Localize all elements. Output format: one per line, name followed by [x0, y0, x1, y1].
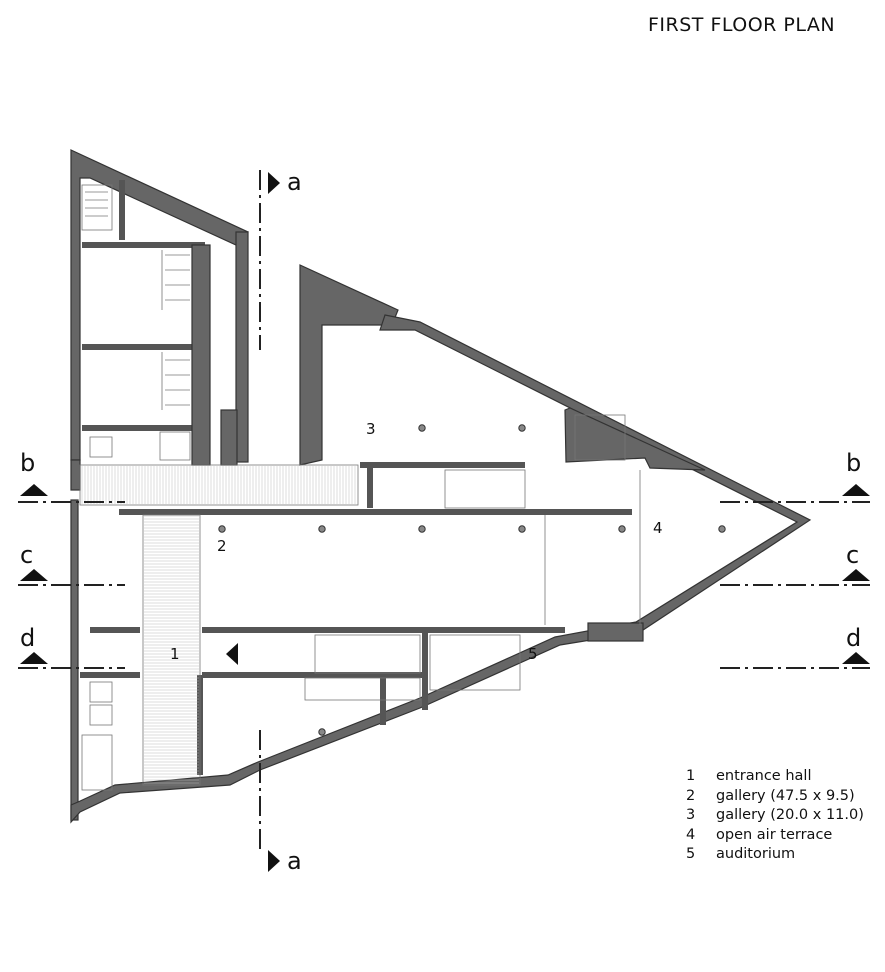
legend-label: auditorium — [716, 846, 796, 862]
legend-label: gallery (20.0 x 11.0) — [716, 807, 864, 823]
column — [418, 424, 426, 432]
legend-item: 3 gallery (20.0 x 11.0) — [686, 806, 864, 826]
legend-number: 2 — [686, 787, 696, 804]
section-c-left-arrow — [20, 569, 48, 581]
section-label-b-left: b — [20, 449, 35, 477]
section-a-bottom-arrow — [268, 850, 280, 872]
room-number-3: 3 — [366, 420, 376, 438]
room-number-5: 5 — [528, 645, 538, 663]
column — [418, 525, 426, 533]
legend-label: entrance hall — [716, 768, 812, 784]
column — [518, 525, 526, 533]
legend-item: 5 auditorium — [686, 845, 864, 865]
main-body — [70, 264, 812, 824]
columns — [218, 424, 726, 736]
section-a-top-arrow — [268, 172, 280, 194]
room-number-4: 4 — [653, 519, 663, 537]
room-number-1: 1 — [170, 645, 180, 663]
legend-number: 4 — [686, 826, 696, 843]
section-b-right-arrow — [842, 484, 870, 496]
legend-number: 5 — [686, 846, 696, 862]
column — [318, 728, 326, 736]
section-b-left-arrow — [20, 484, 48, 496]
section-label-b-right: b — [846, 449, 861, 477]
left-wing — [70, 149, 249, 821]
legend-item: 4 open air terrace — [686, 826, 864, 846]
section-label-c-right: c — [846, 541, 859, 569]
column — [718, 525, 726, 533]
section-label-d-left: d — [20, 624, 35, 652]
entrance-arrow — [226, 643, 238, 665]
corridor-hatch — [81, 466, 356, 784]
section-label-d-right: d — [846, 624, 861, 652]
room-legend: 1 entrance hall 2 gallery (47.5 x 9.5) 3 ga… — [686, 767, 864, 865]
legend-item: 2 gallery (47.5 x 9.5) — [686, 787, 864, 807]
section-d-left-arrow — [20, 652, 48, 664]
column — [518, 424, 526, 432]
column — [618, 525, 626, 533]
column — [318, 525, 326, 533]
legend-number: 1 — [686, 768, 696, 784]
section-label-a-bottom: a — [287, 847, 302, 875]
section-d-right-arrow — [842, 652, 870, 664]
column — [218, 525, 226, 533]
room-number-2: 2 — [217, 537, 227, 555]
legend-label: open air terrace — [716, 826, 833, 843]
drawing-title: FIRST FLOOR PLAN — [648, 14, 836, 36]
section-label-a-top: a — [287, 168, 302, 196]
section-lines — [18, 170, 870, 872]
legend-label: gallery (47.5 x 9.5) — [716, 787, 855, 804]
legend-number: 3 — [686, 807, 696, 823]
legend-item: 1 entrance hall — [686, 767, 864, 787]
section-label-c-left: c — [20, 541, 33, 569]
section-c-right-arrow — [842, 569, 870, 581]
